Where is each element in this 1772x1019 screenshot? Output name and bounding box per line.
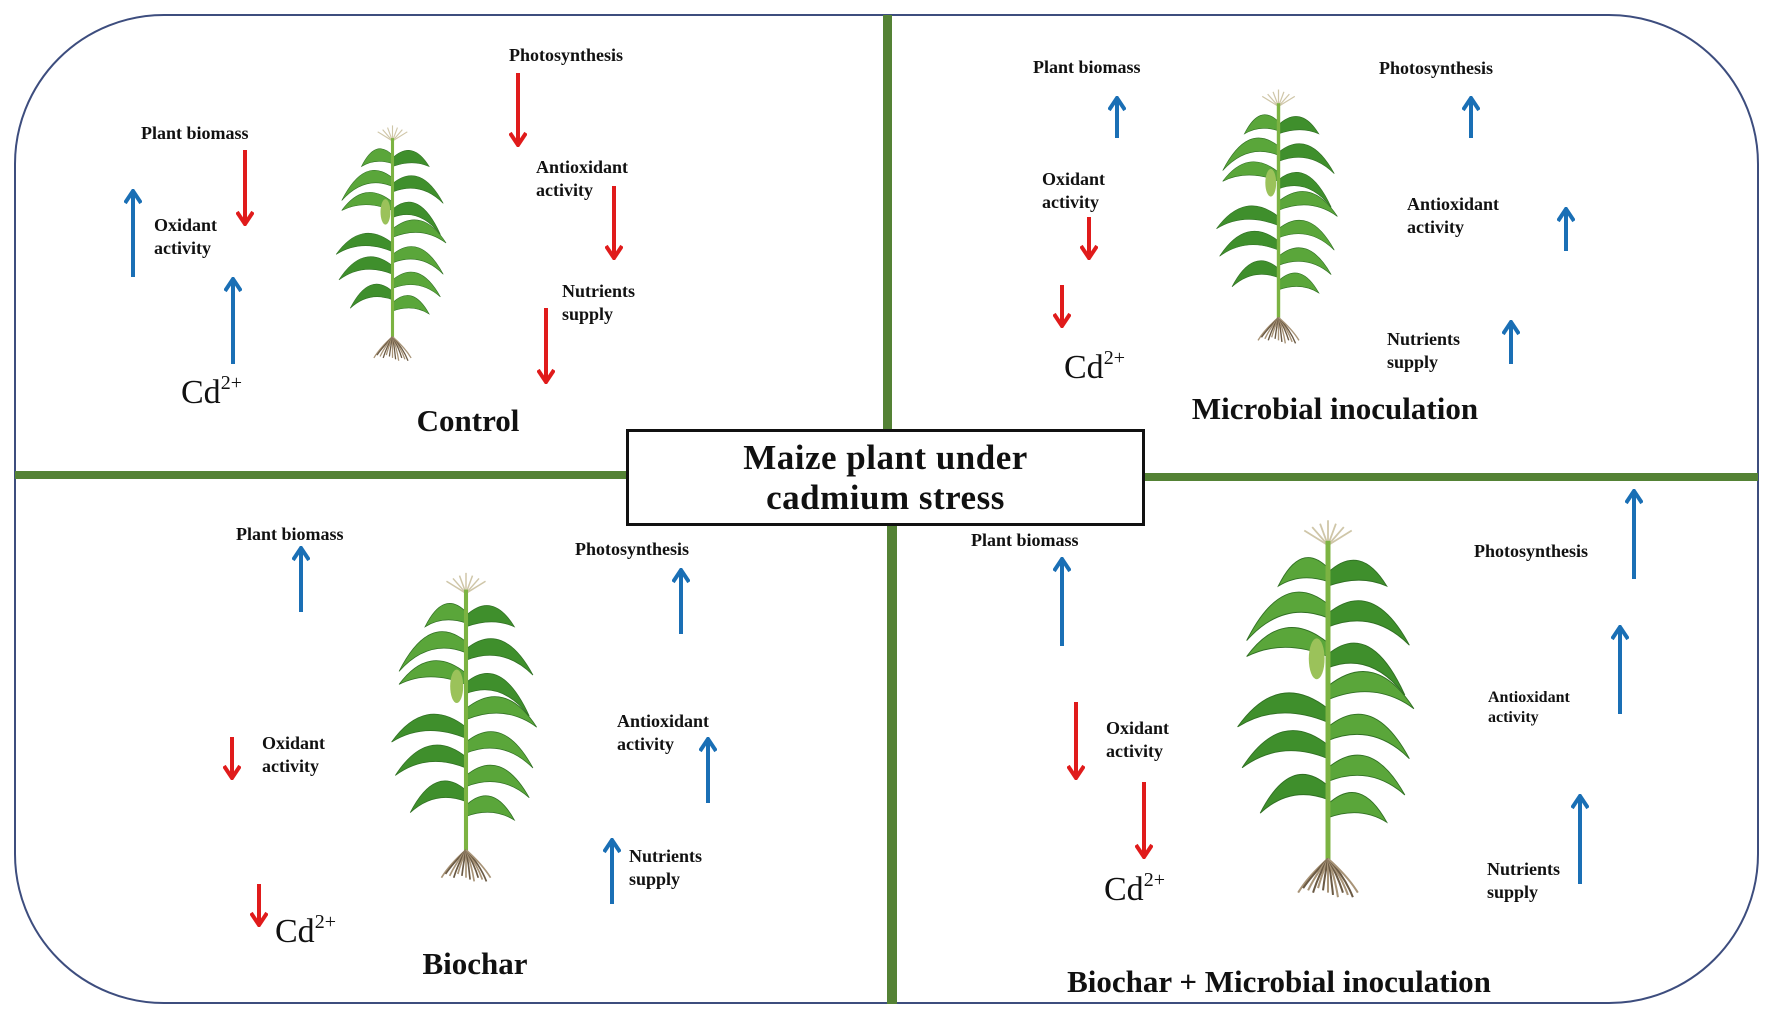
arrow-up-icon bbox=[1624, 487, 1644, 579]
arrow-oxidant-activity bbox=[1066, 702, 1086, 785]
label-photosynthesis: Photosynthesis bbox=[1474, 541, 1589, 561]
cd-ion-label: Cd2+ bbox=[275, 911, 336, 950]
divider-vertical-top bbox=[883, 15, 892, 430]
label-oxidant-activity: Oxidant activity bbox=[1106, 718, 1170, 761]
arrow-down-icon bbox=[604, 186, 624, 262]
quadrant-title-combined: Biochar + Microbial inoculation bbox=[1067, 964, 1491, 999]
arrow-up-icon bbox=[1461, 94, 1481, 138]
arrow-photosynthesis bbox=[1461, 94, 1481, 143]
label-photosynthesis: Photosynthesis bbox=[1379, 58, 1494, 78]
label-plant-biomass: Plant biomass bbox=[1033, 57, 1141, 77]
arrow-up-icon bbox=[1107, 94, 1127, 138]
maize-plant-drawing bbox=[1237, 520, 1415, 898]
maize-plant-icon bbox=[322, 124, 463, 365]
arrow-plant-biomass bbox=[235, 150, 255, 231]
divider-horizontal-right bbox=[1144, 473, 1758, 481]
arrow-nutrients-supply bbox=[602, 836, 622, 909]
arrow-cd-uptake bbox=[223, 275, 243, 369]
label-antioxidant-activity: Antioxidant activity bbox=[536, 157, 629, 200]
arrow-up-icon bbox=[671, 566, 691, 634]
arrow-antioxidant-activity bbox=[698, 735, 718, 808]
label-nutrients-supply: Nutrients supply bbox=[562, 281, 635, 324]
arrow-cd-uptake bbox=[249, 884, 269, 932]
label-oxidant-activity: Oxidant activity bbox=[262, 733, 326, 776]
arrow-down-icon bbox=[1134, 782, 1154, 861]
arrow-oxidant-activity bbox=[222, 737, 242, 785]
arrow-nutrients-supply bbox=[536, 308, 556, 389]
arrow-oxidant-activity bbox=[1079, 217, 1099, 265]
arrow-plant-biomass bbox=[291, 544, 311, 617]
quadrant-title-control: Control bbox=[416, 403, 520, 438]
arrow-down-icon bbox=[536, 308, 556, 386]
maize-plant-icon bbox=[1215, 518, 1441, 904]
arrow-photosynthesis bbox=[671, 566, 691, 639]
center-title: Maize plant under cadmium stress bbox=[743, 437, 1028, 517]
arrow-photosynthesis bbox=[508, 73, 528, 152]
arrow-cd-uptake bbox=[1134, 782, 1154, 864]
maize-plant-drawing bbox=[1216, 89, 1338, 344]
arrow-antioxidant-activity bbox=[1556, 205, 1576, 256]
arrow-up-icon bbox=[123, 187, 143, 277]
label-oxidant-activity: Oxidant activity bbox=[154, 215, 218, 258]
arrow-down-icon bbox=[235, 150, 255, 228]
cd-ion-label: Cd2+ bbox=[1064, 347, 1125, 386]
arrow-up-icon bbox=[1501, 318, 1521, 364]
label-nutrients-supply: Nutrients supply bbox=[1387, 329, 1460, 372]
arrow-nutrients-supply bbox=[1501, 318, 1521, 369]
arrow-up-icon bbox=[223, 275, 243, 364]
arrow-down-icon bbox=[1066, 702, 1086, 782]
maize-plant-icon bbox=[1201, 88, 1356, 348]
divider-vertical-bottom bbox=[887, 524, 897, 1004]
label-plant-biomass: Plant biomass bbox=[236, 524, 344, 544]
arrow-plant-biomass bbox=[1107, 94, 1127, 143]
arrow-up-icon bbox=[602, 836, 622, 904]
maize-plant-icon bbox=[373, 571, 559, 887]
arrow-photosynthesis bbox=[1624, 487, 1644, 584]
arrow-up-icon bbox=[1556, 205, 1576, 251]
maize-plant-drawing bbox=[391, 572, 537, 882]
label-plant-biomass: Plant biomass bbox=[971, 530, 1079, 550]
label-oxidant-activity: Oxidant activity bbox=[1042, 169, 1106, 212]
label-antioxidant-activity: Antioxidant activity bbox=[1407, 194, 1500, 237]
arrow-cd-uptake bbox=[1052, 285, 1072, 333]
cd-ion-label: Cd2+ bbox=[1104, 869, 1165, 908]
label-antioxidant-activity: Antioxidant activity bbox=[1488, 689, 1570, 726]
arrow-nutrients-supply bbox=[1570, 792, 1590, 889]
arrow-up-icon bbox=[291, 544, 311, 612]
arrow-down-icon bbox=[222, 737, 242, 782]
arrow-up-icon bbox=[1570, 792, 1590, 884]
arrow-antioxidant-activity bbox=[604, 186, 624, 265]
arrow-down-icon bbox=[1079, 217, 1099, 262]
maize-plant-drawing bbox=[335, 125, 447, 361]
arrow-up-icon bbox=[698, 735, 718, 803]
label-antioxidant-activity: Antioxidant activity bbox=[617, 711, 710, 754]
arrow-antioxidant-activity bbox=[1610, 623, 1630, 719]
divider-horizontal-left bbox=[15, 471, 627, 479]
center-title-box: Maize plant under cadmium stress bbox=[626, 429, 1145, 526]
arrow-oxidant-activity bbox=[123, 187, 143, 282]
label-plant-biomass: Plant biomass bbox=[141, 123, 249, 143]
label-photosynthesis: Photosynthesis bbox=[575, 539, 690, 559]
label-nutrients-supply: Nutrients supply bbox=[1487, 859, 1560, 902]
quadrant-title-biochar: Biochar bbox=[422, 946, 528, 981]
arrow-up-icon bbox=[1610, 623, 1630, 714]
label-photosynthesis: Photosynthesis bbox=[509, 45, 624, 65]
arrow-up-icon bbox=[1052, 555, 1072, 646]
cd-ion-label: Cd2+ bbox=[181, 372, 242, 411]
arrow-down-icon bbox=[1052, 285, 1072, 330]
arrow-down-icon bbox=[249, 884, 269, 929]
arrow-down-icon bbox=[508, 73, 528, 149]
label-nutrients-supply: Nutrients supply bbox=[629, 846, 702, 889]
quadrant-title-microbial: Microbial inoculation bbox=[1191, 391, 1479, 426]
arrow-plant-biomass bbox=[1052, 555, 1072, 651]
